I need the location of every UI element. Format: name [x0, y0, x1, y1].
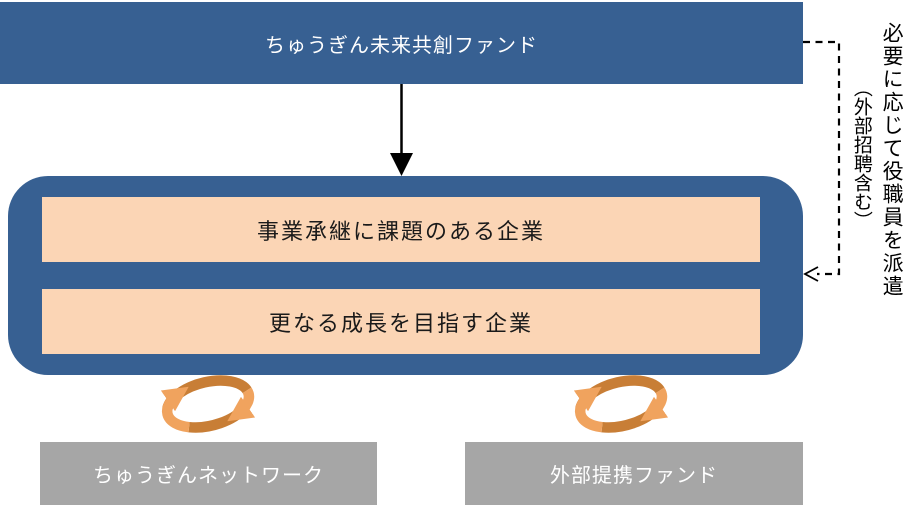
dashed-arrow [803, 40, 841, 282]
cycle-arrows-icon [573, 375, 669, 433]
target-box-succession-label: 事業承継に課題のある企業 [256, 218, 545, 244]
side-note-subtext: （外部招聘含む） [850, 78, 872, 230]
partner-box-network: ちゅうぎんネットワーク [40, 442, 377, 505]
fund-header-box: ちゅうぎん未来共創ファンド [0, 2, 803, 84]
partner-box-external-fund-label: 外部提携ファンド [550, 465, 718, 487]
fund-header-label: ちゅうぎん未来共創ファンド [265, 34, 538, 57]
target-box-growth-label: 更なる成長を目指す企業 [268, 310, 533, 336]
partner-box-external-fund: 外部提携ファンド [465, 442, 803, 505]
target-box-growth: 更なる成長を目指す企業 [42, 289, 760, 354]
target-box-succession: 事業承継に課題のある企業 [42, 197, 760, 262]
cycle-arrows-icon [160, 375, 256, 433]
side-note-text: 必要に応じて役職員を派遣 [880, 22, 904, 298]
down-arrow [390, 84, 413, 176]
partner-box-network-label: ちゅうぎんネットワーク [93, 465, 324, 487]
